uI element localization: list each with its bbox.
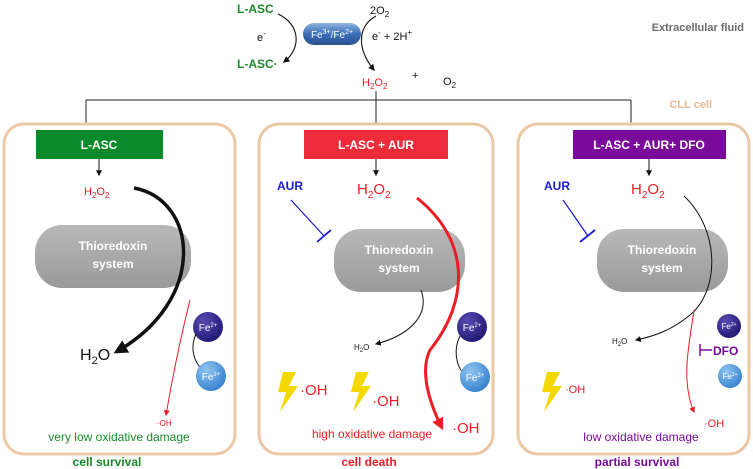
panel-lasc-aur-dfo-chelator: DFO [713, 344, 738, 358]
panel-lasc-aur-oh-1: ·OH [300, 382, 328, 399]
panel-lasc-aur-dfo-fe-a-label: Fe2+ [721, 322, 736, 331]
panel-lasc-fe3-label: Fe3+ [202, 372, 221, 383]
lasc-radical-label: L-ASC· [237, 57, 278, 71]
panel-lasc-aur-dfo-oh-1: ·OH [565, 384, 585, 396]
panel-lasc-frame [2, 122, 237, 456]
panel-lasc-aur-detox-arrow [374, 289, 424, 346]
panel-lasc-aur-dfo-header [573, 130, 726, 159]
panel-lasc-fenton-arrow [163, 299, 191, 417]
panel-lasc-aur-dfo-fe-a-circle [717, 314, 741, 338]
panel-lasc-aur-inhibit-line [290, 199, 325, 237]
panel-lasc-aur-dfo-fenton-arrow [686, 309, 695, 414]
extracellular-fluid-label: Extracellular fluid [652, 22, 744, 34]
panel-lasc-aur-dfo-detox-arrow [634, 195, 713, 342]
panel-lasc-thioredoxin [35, 225, 191, 288]
panel-lasc-thio-line1: Thioredoxin [79, 239, 148, 253]
panel-lasc-aur-lightning-2 [351, 372, 371, 412]
panel-lasc-aur-oh-2: ·OH [372, 393, 400, 410]
electron-left-label: e- [257, 29, 266, 44]
panel-lasc-aur-thio-line2: system [378, 261, 419, 275]
panel-lasc-aur-h2o2: H2O2 [357, 181, 391, 201]
panel-lasc-aur-dfo-header-label: L-ASC + AUR+ DFO [593, 138, 705, 152]
panel-lasc-aur-dfo-inhibitor: AUR [544, 179, 570, 193]
hydrogen-peroxide-top: H2O2 [362, 77, 388, 91]
panel-lasc-aur-header-label: L-ASC + AUR [338, 138, 414, 152]
panel-lasc-aur-dfo-thio-line1: Thioredoxin [628, 243, 697, 257]
panel-lasc-aur-fe3-label: Fe3+ [466, 373, 485, 384]
panel-lasc-water: H2O [80, 347, 110, 367]
panel-lasc-aur: L-ASC + AUR H2O2 AUR Thioredoxin system … [257, 122, 495, 469]
panel-lasc-aur-dfo: L-ASC + AUR+ DFO H2O2 AUR Thioredoxin sy… [516, 122, 751, 469]
electron-right-label: e- + 2H+ [372, 28, 412, 43]
panel-lasc-fe3-circle [196, 361, 226, 391]
panel-lasc-aur-lightning-1 [278, 372, 298, 412]
panel-lasc-aur-dfo-h2o2: H2O2 [631, 181, 665, 201]
panel-lasc-thio-line2: system [92, 257, 133, 271]
panel-lasc-aur-dfo-water: H2O [612, 337, 627, 348]
lasc-top-label: L-ASC [237, 2, 274, 16]
panel-lasc-aur-oh-end: ·OH [452, 420, 480, 437]
panel-lasc-aur-dfo-oh-end: ·OH [704, 418, 724, 430]
panel-lasc-aur-header [304, 130, 448, 159]
panel-lasc-aur-inhibit-bar [316, 229, 332, 243]
panel-lasc-aur-dfo-thio-line2: system [641, 261, 682, 275]
panel-lasc-aur-dfo-outcome: partial survival [595, 455, 680, 469]
panel-lasc-damage: very low oxidative damage [48, 430, 190, 444]
panel-lasc-oh: ·OH [157, 419, 172, 428]
panel-lasc-aur-damage: high oxidative damage [312, 427, 432, 441]
panel-lasc-outcome: cell survival [73, 455, 142, 469]
panel-lasc-aur-fe2-circle [457, 312, 487, 342]
fe-redox-pill [303, 23, 361, 45]
panel-lasc-aur-dfo-fe-b-circle [718, 364, 742, 388]
panel-lasc-aur-fenton-arrow [416, 196, 460, 431]
panel-lasc-aur-fe3-circle [460, 362, 490, 392]
panel-lasc-h2o2: H2O2 [84, 186, 110, 200]
panel-lasc-fe2-circle [193, 312, 223, 342]
panel-lasc-aur-dfo-lightning [542, 372, 562, 412]
electron-transfer-arrow-left [277, 13, 297, 63]
plus-sign: + [412, 70, 418, 82]
panel-lasc-aur-dfo-inhibit-line [562, 199, 589, 237]
panel-lasc-aur-dfo-fe-b-label: Fe2+ [722, 372, 737, 381]
cll-cell-label: CLL cell [669, 99, 712, 111]
panel-lasc-aur-dfo-thioredoxin [597, 229, 728, 292]
panel-lasc: L-ASC H2O2 Thioredoxin system H2O Fe2+ F… [2, 122, 237, 469]
panel-lasc-header-label: L-ASC [81, 138, 118, 152]
fe-redox-label: Fe3+/Fe2+ [311, 29, 353, 41]
panel-lasc-fe2-label: Fe2+ [199, 323, 218, 334]
panel-lasc-aur-water: H2O [354, 343, 369, 354]
panel-lasc-aur-dfo-inhibit-bar [579, 229, 596, 243]
panel-lasc-aur-fe2-label: Fe2+ [463, 323, 482, 334]
panel-lasc-aur-outcome: cell death [341, 455, 396, 469]
panel-lasc-aur-thioredoxin [334, 229, 465, 292]
extracellular-reaction: L-ASC L-ASC· e- Fe3+/Fe2+ 2O2 e- + 2H+ H… [237, 2, 744, 111]
panel-lasc-aur-inhibitor: AUR [277, 179, 303, 193]
panel-lasc-aur-thio-line1: Thioredoxin [365, 243, 434, 257]
dioxygen-product: O2 [443, 76, 457, 90]
panel-lasc-aur-dfo-damage: low oxidative damage [583, 430, 699, 444]
panel-lasc-detox-arrow [113, 186, 186, 354]
dioxygen-top-label: 2O2 [370, 5, 390, 19]
oxygen-reduction-arrow [360, 15, 377, 72]
panel-lasc-header [36, 130, 163, 159]
